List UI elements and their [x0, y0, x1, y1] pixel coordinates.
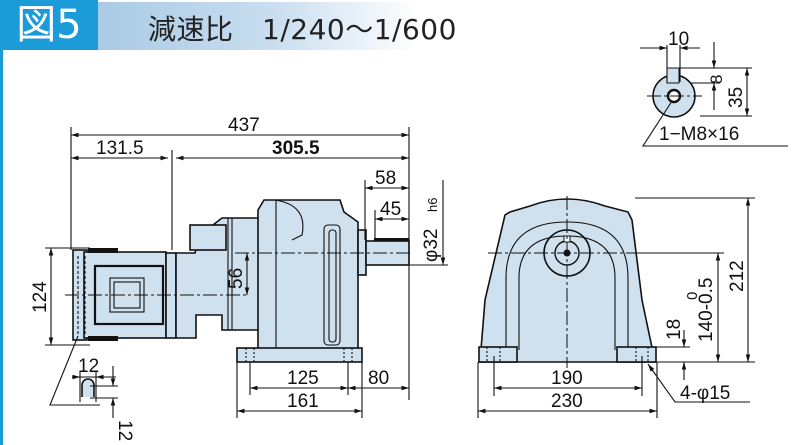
- dim-shaft-overhang: 80: [368, 368, 389, 389]
- dim-foot-thickness: 18: [664, 319, 685, 340]
- dim-motor-length: 131.5: [96, 138, 144, 159]
- dim-key-width: 10: [668, 29, 689, 50]
- motor: [72, 248, 167, 341]
- front-view: 212 140-0.5 0 18 190 230 4-φ15: [477, 196, 755, 418]
- dim-terminal-height: 12: [114, 420, 135, 441]
- dim-key-length: 45: [380, 199, 401, 220]
- dim-terminal-width: 12: [78, 356, 99, 377]
- header-band: [98, 2, 418, 50]
- terminal-detail: 12 12: [49, 335, 135, 441]
- dim-motor-height: 124: [30, 281, 51, 313]
- dim-gear-length: 305.5: [272, 138, 320, 159]
- frame-border: [0, 50, 3, 445]
- dim-shaft-length: 58: [375, 168, 396, 189]
- dim-overall-length: 437: [228, 115, 260, 136]
- dim-foot-length: 161: [287, 391, 319, 412]
- dim-foot-pitch: 125: [287, 368, 319, 389]
- figure-label: 図5: [0, 0, 98, 50]
- dim-center-height: 140-0.5: [696, 278, 717, 342]
- page-title: 減速比 1/240～1/600: [148, 13, 457, 46]
- dim-shaft-height: 35: [726, 87, 747, 108]
- side-view: 437 131.5 305.5 58 45 φ32 h6 56 124 125 …: [30, 115, 448, 441]
- dim-key-depth: 8: [707, 75, 726, 84]
- dim-front-foot-pitch: 190: [551, 368, 583, 389]
- dim-shaft-diameter: φ32: [421, 229, 442, 262]
- mount-holes-note: 4-φ15: [680, 383, 730, 404]
- gear-housing: [236, 199, 363, 363]
- tap-note: 1−M8×16: [659, 124, 739, 145]
- dim-center-offset: 56: [226, 268, 247, 289]
- dim-overall-height: 212: [727, 260, 748, 292]
- dim-foot-width: 230: [551, 391, 583, 412]
- dim-center-height-tolerance: 0: [684, 292, 701, 300]
- gear-input-housing: [165, 217, 263, 339]
- shaft-end-detail: 10 8 35 1−M8×16: [640, 29, 788, 147]
- dim-shaft-tolerance: h6: [425, 198, 440, 212]
